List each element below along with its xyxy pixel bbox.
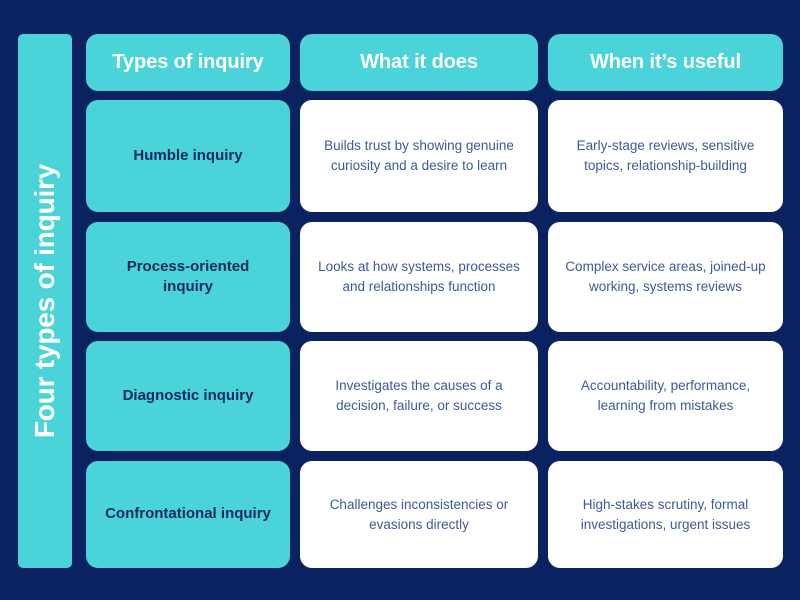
table-row: Process-oriented inquiry Looks at how sy… <box>86 222 783 332</box>
page-title: Four types of inquiry <box>29 163 61 439</box>
what-it-does-text: Investigates the causes of a decision, f… <box>300 341 538 451</box>
what-it-does-text: Challenges inconsistencies or evasions d… <box>300 461 538 568</box>
header-when-its-useful: When it’s useful <box>548 34 783 91</box>
inquiry-type-label: Humble inquiry <box>86 100 290 212</box>
when-useful-text: High-stakes scrutiny, formal investigati… <box>548 461 783 568</box>
when-useful-text: Accountability, performance, learning fr… <box>548 341 783 451</box>
vertical-title-bar: Four types of inquiry <box>18 34 72 568</box>
when-useful-text: Early-stage reviews, sensitive topics, r… <box>548 100 783 212</box>
inquiry-type-label: Confrontational inquiry <box>86 461 290 568</box>
inquiry-type-label: Diagnostic inquiry <box>86 341 290 451</box>
what-it-does-text: Builds trust by showing genuine curiosit… <box>300 100 538 212</box>
table-row: Confrontational inquiry Challenges incon… <box>86 461 783 568</box>
when-useful-text: Complex service areas, joined-up working… <box>548 222 783 332</box>
inquiry-type-label: Process-oriented inquiry <box>86 222 290 332</box>
header-what-it-does: What it does <box>300 34 538 91</box>
what-it-does-text: Looks at how systems, processes and rela… <box>300 222 538 332</box>
table-header-row: Types of inquiry What it does When it’s … <box>86 34 783 91</box>
table-row: Humble inquiry Builds trust by showing g… <box>86 100 783 212</box>
comparison-table: Types of inquiry What it does When it’s … <box>86 34 783 568</box>
header-types-of-inquiry: Types of inquiry <box>86 34 290 91</box>
table-row: Diagnostic inquiry Investigates the caus… <box>86 341 783 451</box>
